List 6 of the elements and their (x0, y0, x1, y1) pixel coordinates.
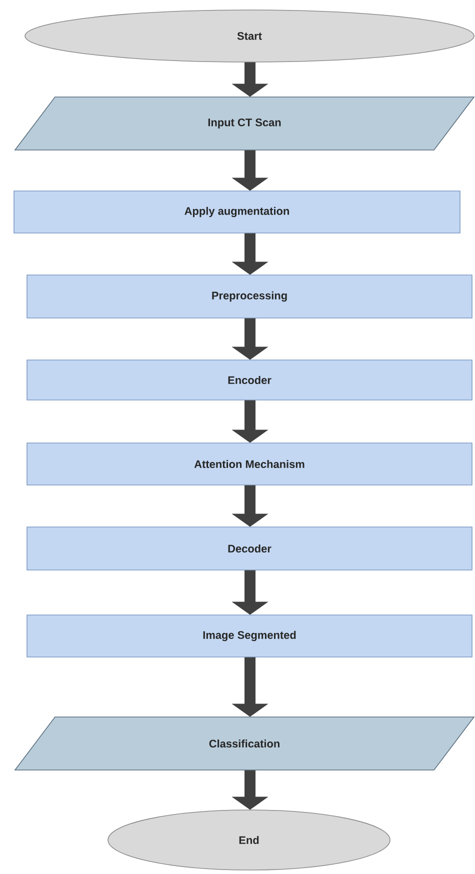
process-box: Preprocessing (26, 274, 472, 318)
process-box: Decoder (26, 526, 472, 570)
process-box: Image Segmented (26, 614, 472, 658)
process-box: Apply augmentation (14, 190, 460, 234)
process-box: Encoder (26, 360, 472, 400)
process-box: Attention Mechanism (26, 442, 472, 486)
